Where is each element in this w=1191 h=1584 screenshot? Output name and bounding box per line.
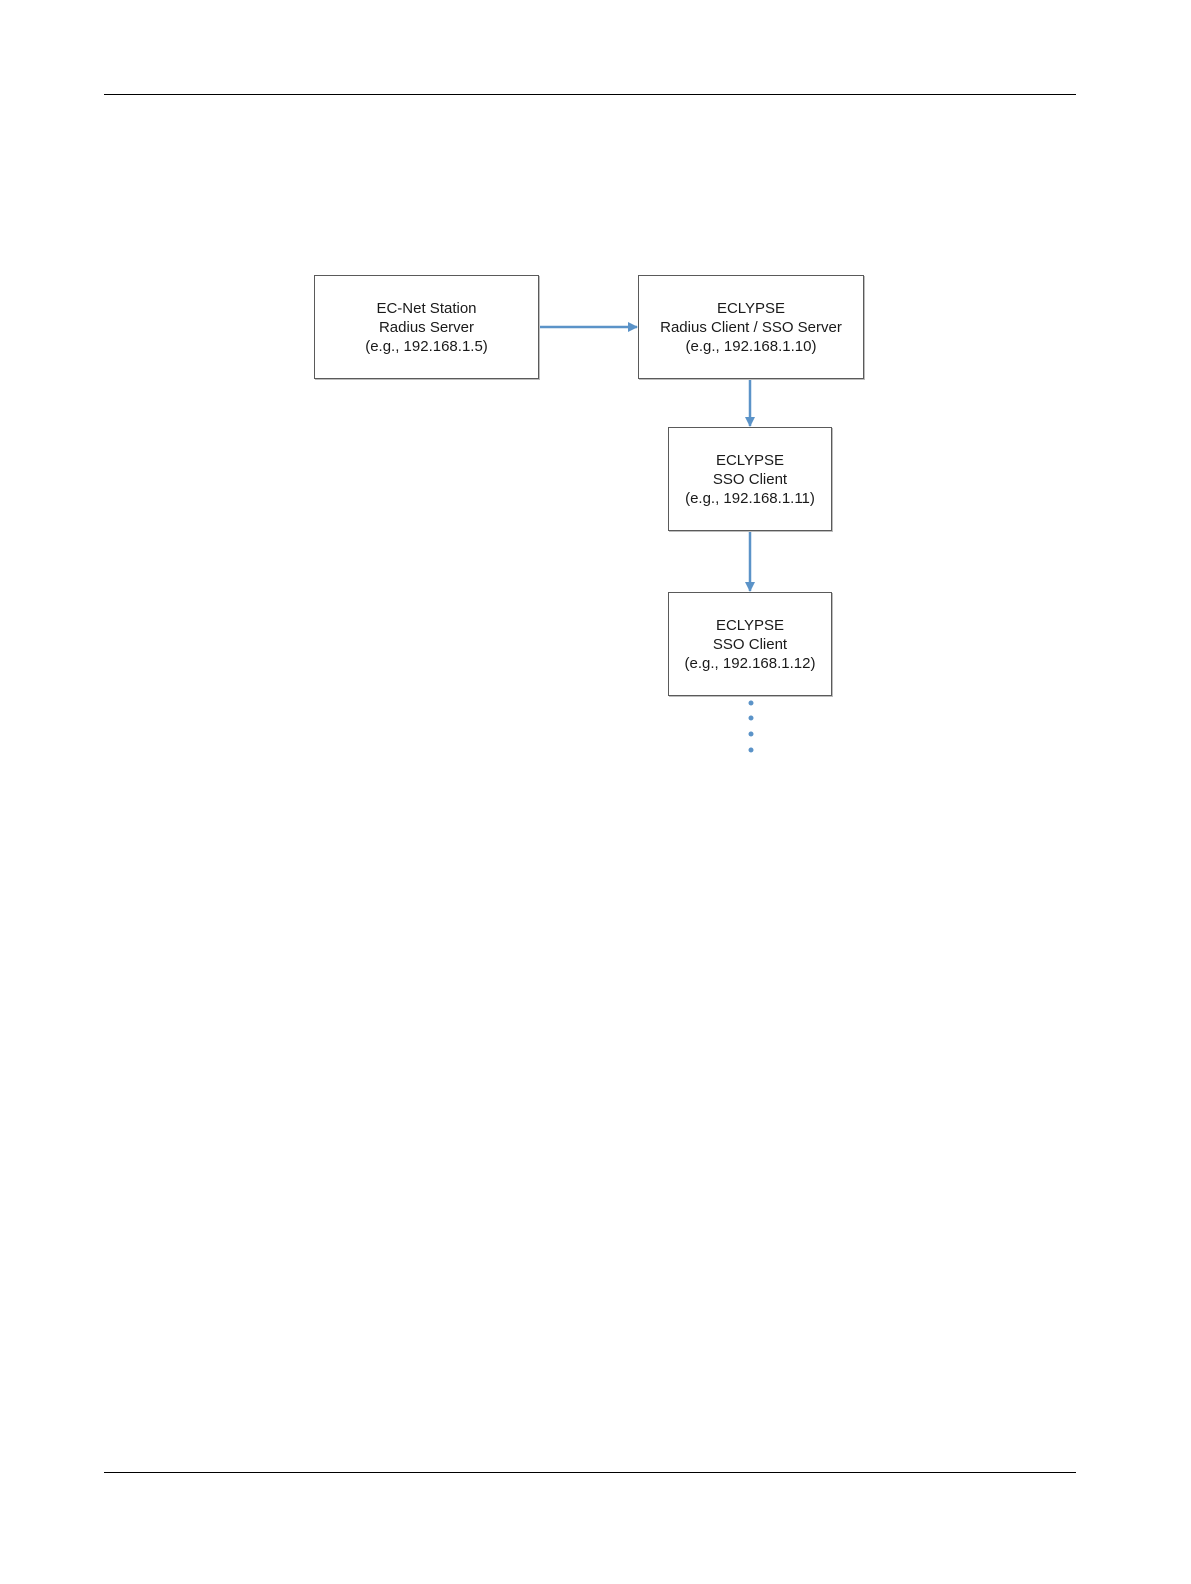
ellipsis-dot xyxy=(749,732,754,737)
node-line: (e.g., 192.168.1.10) xyxy=(686,337,817,356)
ellipsis-dot xyxy=(749,748,754,753)
footer-rule xyxy=(104,1472,1076,1473)
ellipsis-dot xyxy=(749,701,754,706)
node-line: ECLYPSE xyxy=(716,451,784,470)
eclypse-sso-server-node: ECLYPSE Radius Client / SSO Server (e.g.… xyxy=(638,275,864,379)
eclypse-sso-client-node-2: ECLYPSE SSO Client (e.g., 192.168.1.12) xyxy=(668,592,832,696)
ellipsis-dot xyxy=(749,716,754,721)
node-line: (e.g., 192.168.1.11) xyxy=(685,489,815,508)
node-line: Radius Client / SSO Server xyxy=(660,318,842,337)
node-line: ECLYPSE xyxy=(716,616,784,635)
node-line: EC-Net Station xyxy=(376,299,476,318)
continuation-dots xyxy=(749,701,754,753)
node-line: (e.g., 192.168.1.5) xyxy=(365,337,488,356)
header-rule xyxy=(104,94,1076,95)
node-line: SSO Client xyxy=(713,635,787,654)
eclypse-sso-client-node-1: ECLYPSE SSO Client (e.g., 192.168.1.11) xyxy=(668,427,832,531)
node-line: ECLYPSE xyxy=(717,299,785,318)
node-line: (e.g., 192.168.1.12) xyxy=(685,654,816,673)
ec-net-station-node: EC-Net Station Radius Server (e.g., 192.… xyxy=(314,275,539,379)
node-line: Radius Server xyxy=(379,318,474,337)
node-line: SSO Client xyxy=(713,470,787,489)
